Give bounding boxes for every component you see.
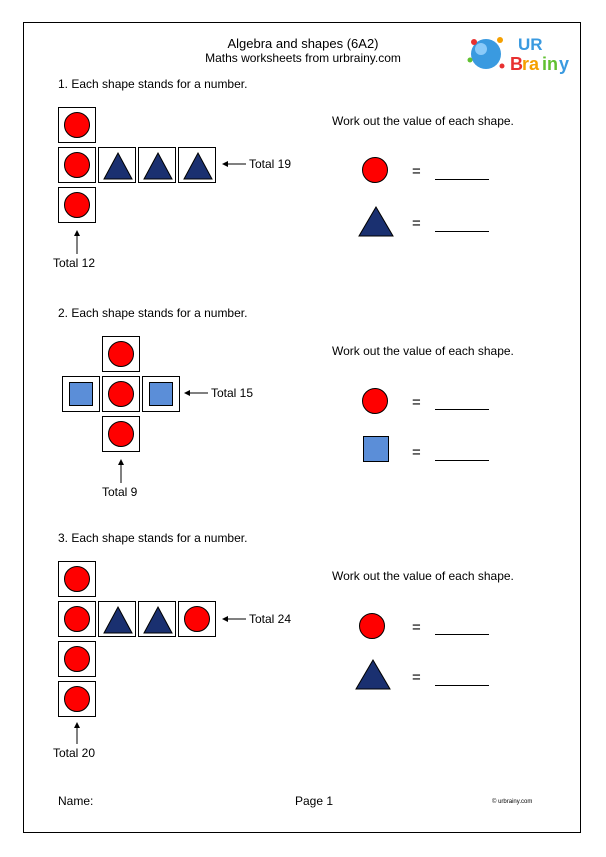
up-arrow-icon	[74, 722, 80, 744]
urbrainy-logo: UR B ra in y	[466, 30, 578, 76]
grid-cell	[142, 376, 180, 412]
square-shape	[363, 436, 389, 462]
equals-sign: =	[412, 619, 421, 636]
page-title: Algebra and shapes (6A2)	[227, 36, 379, 51]
svg-text:y: y	[559, 54, 569, 74]
circle-shape	[108, 341, 134, 367]
page-frame	[23, 22, 581, 833]
circle-shape	[64, 192, 90, 218]
grid-cell	[102, 376, 140, 412]
column-total: Total 9	[102, 485, 138, 499]
square-shape	[69, 382, 93, 406]
grid-cell	[58, 641, 96, 677]
square-shape	[149, 382, 173, 406]
grid-cell	[98, 601, 136, 637]
copyright: © urbrainy.com	[492, 799, 533, 805]
equals-sign: =	[412, 394, 421, 411]
triangle-shape	[103, 151, 133, 180]
circle-shape	[64, 566, 90, 592]
circle-shape	[362, 157, 388, 183]
grid-cell	[102, 416, 140, 452]
grid-cell	[102, 336, 140, 372]
question-2-instruction: Work out the value of each shape.	[332, 344, 514, 358]
equals-sign: =	[412, 669, 421, 686]
svg-text:B: B	[510, 54, 523, 74]
left-arrow-icon	[222, 161, 246, 167]
page-subtitle: Maths worksheets from urbrainy.com	[205, 51, 401, 65]
up-arrow-icon	[118, 459, 124, 483]
up-arrow-icon	[74, 230, 80, 254]
grid-cell	[62, 376, 100, 412]
answer-line	[435, 634, 489, 635]
grid-cell	[98, 147, 136, 183]
triangle-shape	[183, 151, 213, 180]
answer-line	[435, 685, 489, 686]
circle-shape	[64, 112, 90, 138]
answer-line	[435, 231, 489, 232]
triangle-shape	[355, 659, 391, 690]
brain-globe-icon: UR B ra in y	[467, 35, 569, 74]
question-2-prompt: 2. Each shape stands for a number.	[58, 306, 248, 320]
grid-cell	[138, 601, 176, 637]
triangle-shape	[143, 605, 173, 634]
svg-text:UR: UR	[518, 35, 543, 54]
row-total: Total 19	[249, 157, 292, 171]
circle-shape	[64, 606, 90, 632]
page-number: Page 1	[295, 794, 334, 808]
left-arrow-icon	[184, 390, 208, 396]
circle-shape	[64, 646, 90, 672]
svg-text:in: in	[542, 54, 558, 74]
column-total: Total 20	[53, 746, 96, 760]
grid-cell	[58, 147, 96, 183]
question-1-instruction: Work out the value of each shape.	[332, 114, 514, 128]
triangle-shape	[358, 206, 394, 237]
column-total: Total 12	[53, 256, 96, 270]
circle-shape	[64, 152, 90, 178]
circle-shape	[108, 421, 134, 447]
svg-text:ra: ra	[522, 54, 540, 74]
circle-shape	[64, 686, 90, 712]
row-total: Total 24	[249, 612, 292, 626]
equals-sign: =	[412, 444, 421, 461]
circle-shape	[184, 606, 210, 632]
triangle-shape	[103, 605, 133, 634]
answer-line	[435, 409, 489, 410]
equals-sign: =	[412, 163, 421, 180]
name-label: Name:	[58, 794, 94, 808]
circle-shape	[359, 613, 385, 639]
grid-cell	[58, 107, 96, 143]
circle-shape	[362, 388, 388, 414]
grid-cell	[178, 147, 216, 183]
grid-cell	[58, 601, 96, 637]
circle-shape	[108, 381, 134, 407]
question-3-instruction: Work out the value of each shape.	[332, 569, 514, 583]
answer-line	[435, 460, 489, 461]
triangle-shape	[143, 151, 173, 180]
question-3-prompt: 3. Each shape stands for a number.	[58, 531, 248, 545]
grid-cell	[58, 561, 96, 597]
grid-cell	[178, 601, 216, 637]
grid-cell	[58, 681, 96, 717]
question-1-prompt: 1. Each shape stands for a number.	[58, 77, 248, 91]
grid-cell	[58, 187, 96, 223]
equals-sign: =	[412, 215, 421, 232]
row-total: Total 15	[211, 386, 254, 400]
left-arrow-icon	[222, 616, 246, 622]
grid-cell	[138, 147, 176, 183]
answer-line	[435, 179, 489, 180]
